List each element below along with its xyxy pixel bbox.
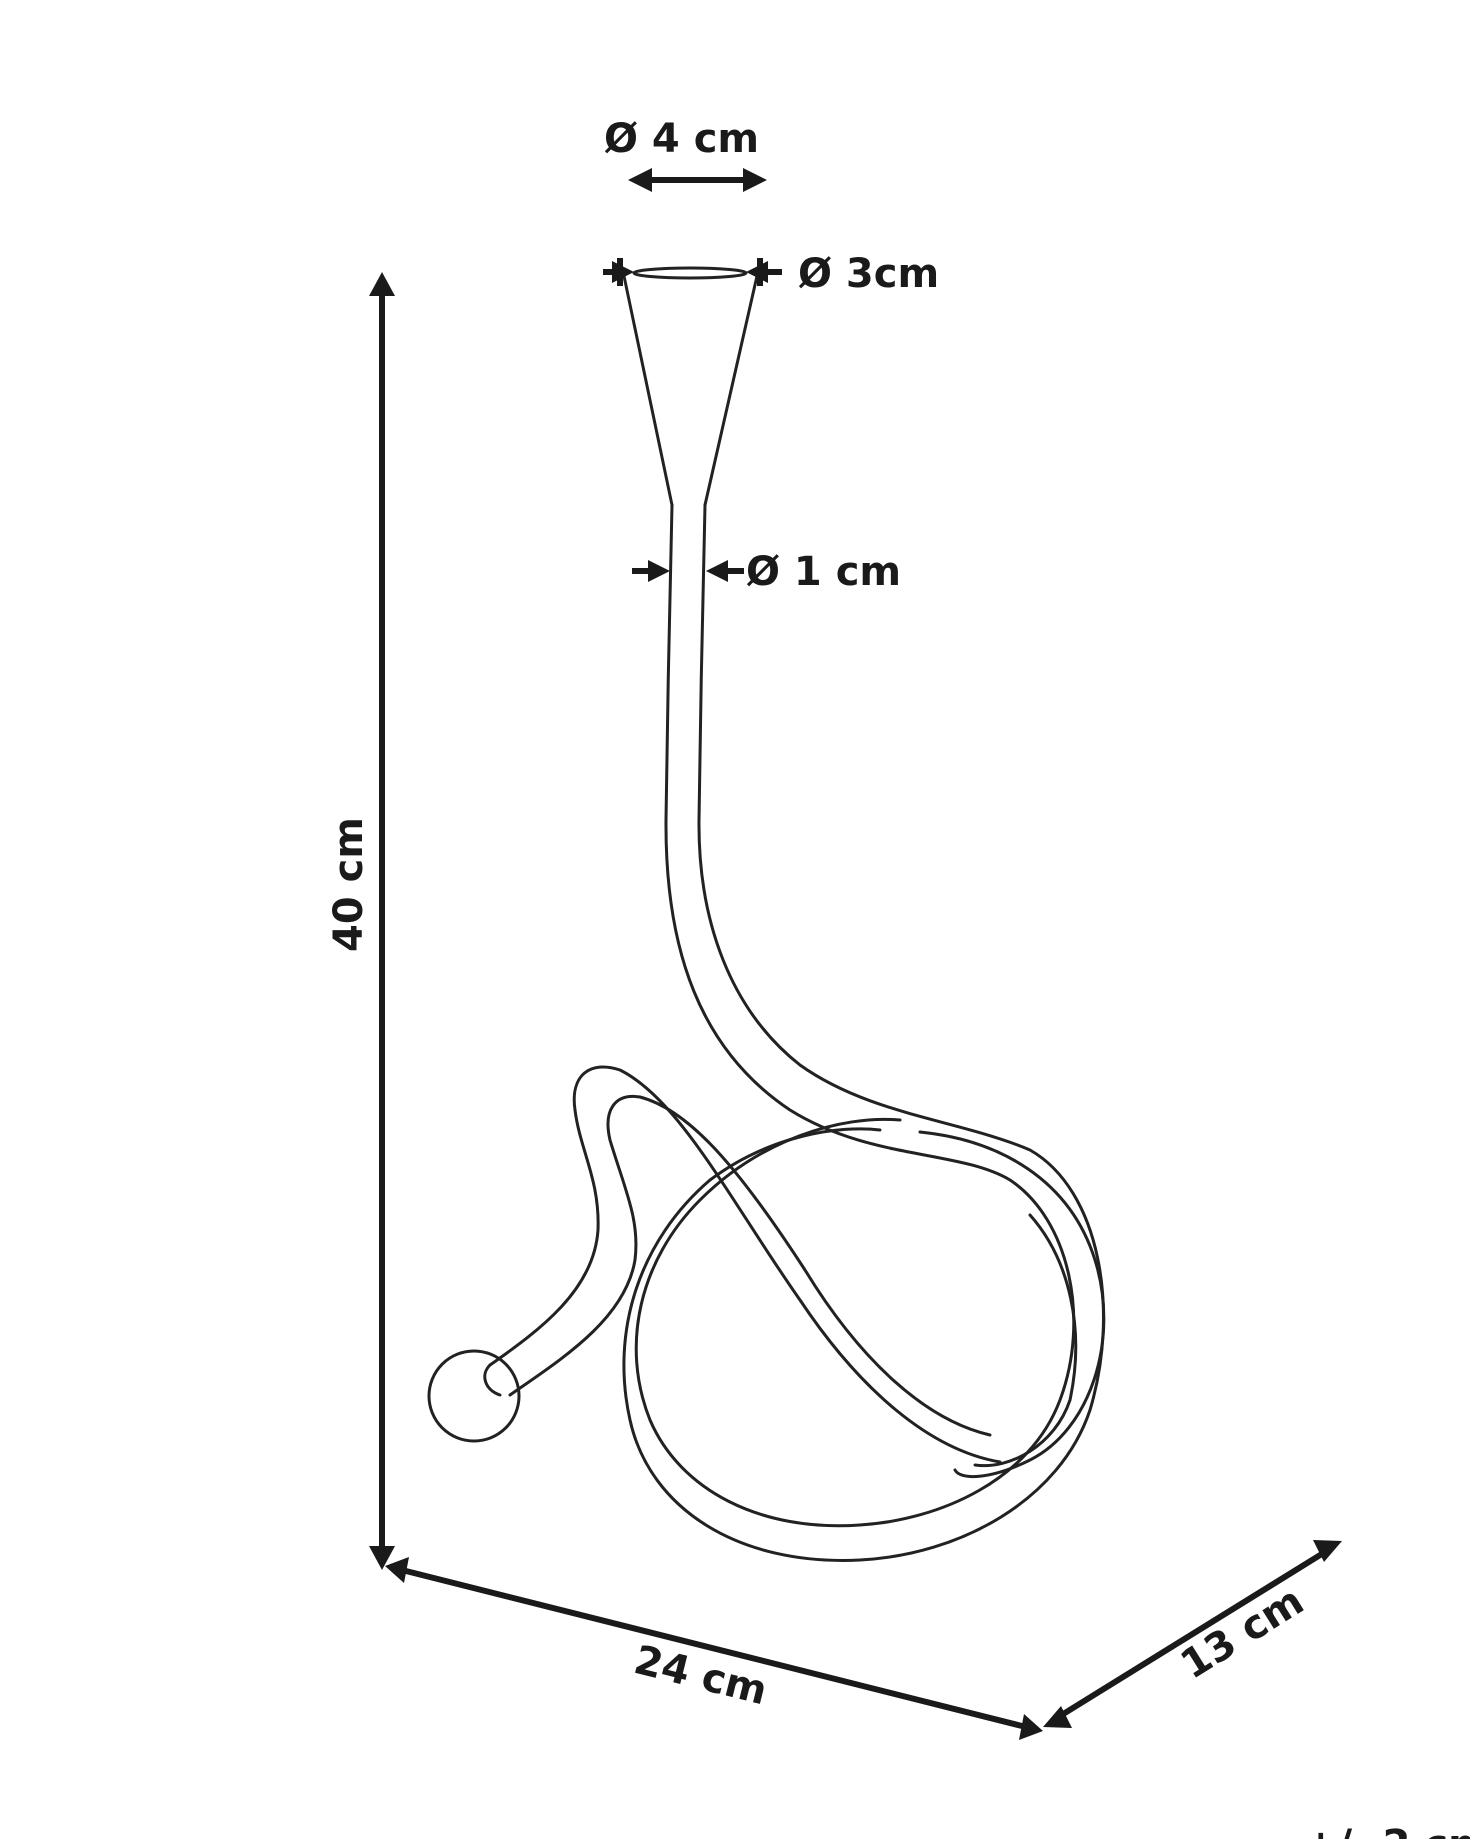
stem-outline-left bbox=[634, 503, 1076, 1528]
candle-cup-cone bbox=[622, 274, 759, 507]
dimension-height: 40 cm bbox=[326, 272, 395, 1570]
crossing-strand-inner bbox=[508, 1094, 992, 1437]
candle-holder-drawing bbox=[427, 266, 1106, 1562]
dimension-stem-diameter: Ø 1 cm bbox=[632, 549, 901, 595]
dimension-top-inner-diameter: Ø 3cm bbox=[603, 251, 939, 297]
stem-outline-right bbox=[622, 503, 1105, 1562]
top-inner-diameter-label: Ø 3cm bbox=[798, 251, 939, 297]
back-loop-outline bbox=[918, 1130, 1106, 1479]
foot-ball bbox=[427, 1349, 521, 1443]
top-outer-diameter-label: Ø 4 cm bbox=[604, 116, 759, 162]
stem-diameter-label: Ø 1 cm bbox=[746, 549, 901, 595]
dimension-depth: 13 cm bbox=[1043, 1540, 1342, 1728]
hook-end bbox=[483, 1363, 502, 1397]
candle-cup-rim bbox=[632, 266, 748, 280]
tolerance-note: +/- 2 cm bbox=[1304, 1822, 1470, 1839]
dimension-top-outer-diameter: Ø 4 cm bbox=[604, 116, 767, 192]
back-loop-inner bbox=[973, 1213, 1078, 1468]
height-label: 40 cm bbox=[326, 817, 372, 952]
crossing-strand-outer bbox=[488, 1065, 1002, 1464]
width-label: 24 cm bbox=[630, 1637, 772, 1714]
dimension-width: 24 cm bbox=[385, 1557, 1043, 1740]
